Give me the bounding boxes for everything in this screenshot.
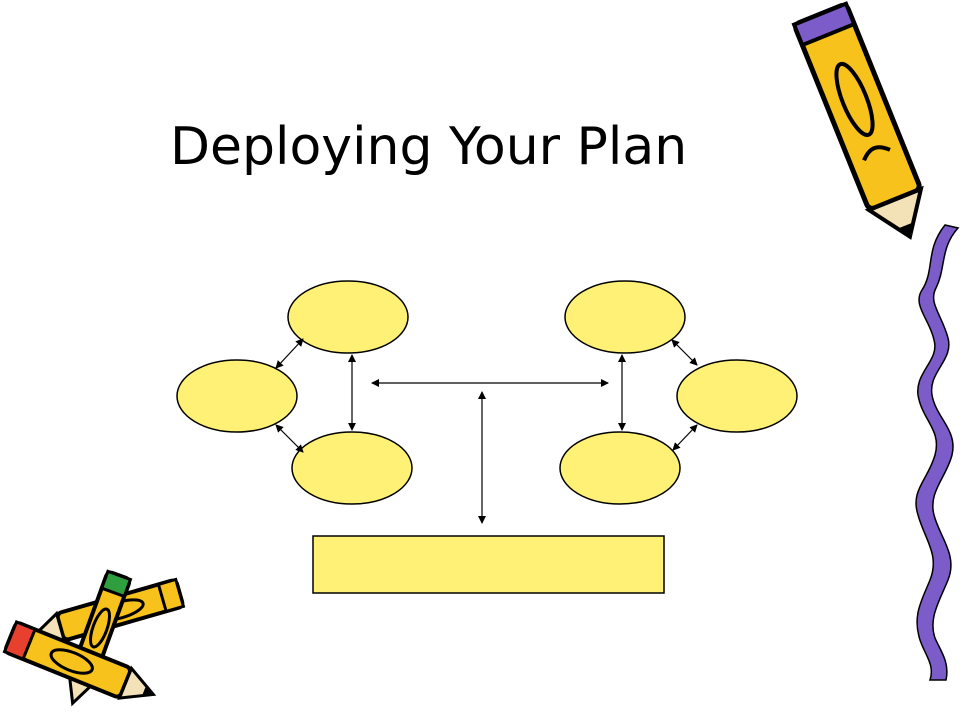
arrow-lm-lb xyxy=(275,424,304,453)
node-right-bottom xyxy=(559,431,681,505)
pencil-icon xyxy=(2,619,157,700)
node-bottom-box xyxy=(312,535,665,594)
node-left-bottom xyxy=(291,431,413,505)
arrow-lt-lm xyxy=(275,338,304,369)
pencil-icon xyxy=(791,1,924,240)
arrow-rt-rm xyxy=(671,339,698,366)
node-right-top xyxy=(564,280,686,354)
wavy-border xyxy=(915,224,960,681)
slide-title: Deploying Your Plan xyxy=(170,117,688,177)
node-left-middle xyxy=(176,359,298,433)
node-right-middle xyxy=(676,359,798,433)
node-left-top xyxy=(287,280,409,354)
arrow-rm-rb xyxy=(672,424,698,451)
